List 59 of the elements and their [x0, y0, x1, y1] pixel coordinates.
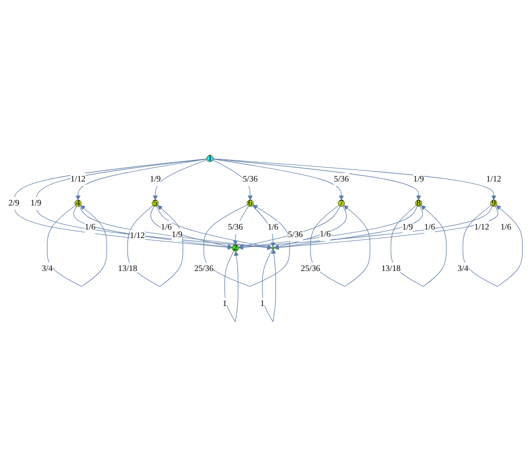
arrow [73, 206, 232, 250]
node-circle: 1 [206, 155, 214, 162]
edge-label: 1/6 [424, 222, 436, 232]
edge-label: 1/9 [150, 174, 161, 184]
node-circle: 2 [232, 244, 239, 252]
edge-label: 1/12 [486, 174, 502, 184]
arrow [76, 158, 208, 200]
edge-label: 25/36 [194, 264, 214, 274]
edge-label: 1/12 [474, 222, 490, 232]
edge-label: 5/36 [228, 222, 243, 232]
arrow [238, 206, 340, 249]
edge-label: 1/6 [160, 222, 172, 232]
arrow [238, 206, 493, 250]
edge-label: 1 [260, 299, 264, 308]
edge-label: 1/12 [130, 231, 145, 240]
edge-label: 1/9 [30, 198, 42, 208]
edge-label: 1/6 [84, 222, 96, 232]
edge-label: 5/36 [288, 230, 303, 240]
node-circle: 5 [152, 200, 159, 207]
edge-label: 2/9 [8, 198, 20, 208]
edge-label: 1/9 [402, 222, 413, 232]
edge-label: 1/6 [500, 222, 512, 232]
arrow [150, 206, 232, 249]
arrow [212, 158, 496, 200]
arrow [462, 205, 523, 287]
node-circle: 9 [490, 200, 498, 207]
arrow [252, 205, 276, 248]
edge-label: 1/6 [268, 222, 278, 232]
arrow [46, 205, 108, 287]
arrow [152, 159, 208, 200]
edge-label: 3/4 [42, 264, 53, 274]
edge-label: 3/4 [458, 264, 468, 274]
arrow [212, 158, 422, 200]
node-circle: 6 [246, 200, 254, 207]
arrow [224, 250, 239, 322]
edge-label: 25/36 [300, 264, 320, 274]
arrow [274, 206, 347, 250]
arrow [262, 248, 276, 322]
node-circle: 4 [74, 200, 82, 207]
arrow [212, 160, 253, 200]
arrow [274, 206, 423, 250]
edge-label: 1/6 [320, 230, 331, 239]
edge-label: 1/9 [172, 230, 182, 240]
edge-label: 1/12 [70, 174, 86, 184]
edge-label: 5/36 [242, 174, 258, 184]
arrow [310, 205, 370, 287]
arrow [14, 158, 232, 250]
arrow [36, 158, 272, 250]
edge-label: 1 [222, 299, 227, 308]
node-circle: 7 [338, 200, 345, 207]
arrow [212, 158, 344, 200]
edge-label: 1/9 [413, 174, 424, 184]
arrow [274, 206, 498, 250]
arrow [238, 206, 418, 250]
edge-label: 13/18 [381, 264, 401, 274]
node-circle: 8 [415, 200, 422, 207]
edge-label: 5/36 [334, 174, 349, 184]
node-circle [272, 246, 274, 250]
edge-label: 13/18 [118, 264, 138, 274]
